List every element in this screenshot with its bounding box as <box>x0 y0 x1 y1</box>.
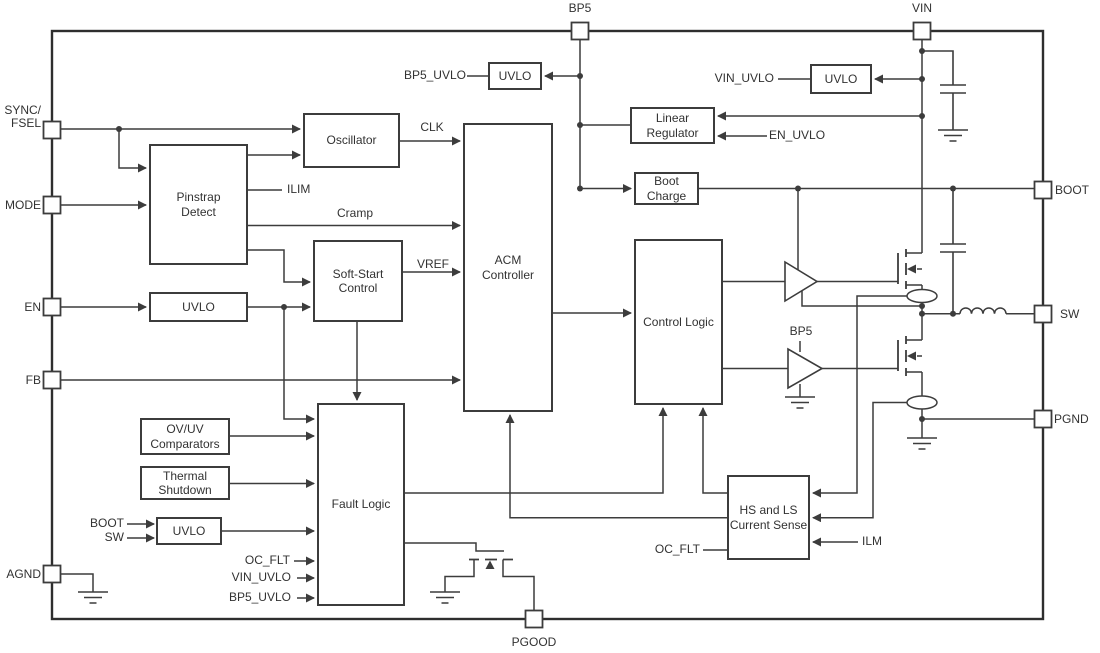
signal-label-clk: CLK <box>420 120 444 134</box>
signal-wires <box>61 40 1035 603</box>
pin-agnd-terminal <box>42 564 62 584</box>
pin-label-sync-fsel: SYNC/ FSEL <box>4 103 41 130</box>
hs-current-sense-probe <box>906 288 938 304</box>
pin-boot-terminal <box>1033 180 1053 200</box>
block-hs-ls-current-sense: HS and LS Current Sense <box>727 475 810 560</box>
block-soft-start-control: Soft-Start Control <box>313 240 403 322</box>
agnd-ground-symbol <box>78 591 108 604</box>
pin-label-sw: SW <box>1060 307 1080 321</box>
block-uvlo-en: UVLO <box>149 292 248 322</box>
low-side-mosfet-symbol <box>897 313 923 396</box>
vin-capacitor-symbol <box>922 50 966 130</box>
pin-label-boot: BOOT <box>1055 183 1090 197</box>
pgnd-ground-symbol <box>907 437 937 450</box>
block-thermal-shutdown: Thermal Shutdown <box>140 466 230 500</box>
pgood-ground-symbol <box>430 591 460 604</box>
pin-mode-terminal <box>42 195 62 215</box>
signal-label-vin-uvlo: VIN_UVLO <box>714 71 774 85</box>
pin-vin-terminal <box>912 21 932 41</box>
signal-label-en-uvlo: EN_UVLO <box>769 128 826 142</box>
vin-cap-ground-symbol <box>938 129 968 142</box>
block-linear-regulator: Linear Regulator <box>630 107 715 144</box>
pin-fb-terminal <box>42 370 62 390</box>
block-ovuv-comparators: OV/UV Comparators <box>140 418 230 455</box>
inductor-symbol <box>959 307 1007 314</box>
pin-label-fb: FB <box>25 373 41 387</box>
signal-label-oc-flt-cs: OC_FLT <box>654 542 700 556</box>
pin-sw-terminal <box>1033 304 1053 324</box>
junction-dots <box>116 48 956 422</box>
block-acm-controller: ACM Controller <box>463 123 553 412</box>
low-side-driver-symbol <box>785 347 824 409</box>
pin-label-pgood: PGOOD <box>511 635 557 649</box>
signal-label-ilm: ILM <box>862 534 883 548</box>
boot-capacitor-symbol <box>940 188 966 314</box>
block-fault-logic: Fault Logic <box>317 403 405 606</box>
block-oscillator: Oscillator <box>303 113 400 168</box>
signal-label-boot-in: BOOT <box>89 516 124 530</box>
block-uvlo-vin: UVLO <box>810 64 872 94</box>
pin-label-mode: MODE <box>5 198 41 212</box>
pin-pgood-terminal <box>524 609 544 629</box>
driver-ground-symbol <box>785 396 815 409</box>
block-boot-charge: Boot Charge <box>634 172 699 205</box>
high-side-mosfet-symbol <box>897 249 923 290</box>
signal-label-ilim: ILIM <box>287 182 311 196</box>
pin-terminals <box>42 21 1053 629</box>
signal-label-bp5-uvlo: BP5_UVLO <box>403 68 466 82</box>
ls-current-sense-probe <box>906 395 938 410</box>
signal-label-vref: VREF <box>416 257 449 271</box>
block-pinstrap-detect: Pinstrap Detect <box>149 144 248 265</box>
block-uvlo-bootsw: UVLO <box>156 517 222 545</box>
signal-label-cramp: Cramp <box>336 206 373 220</box>
block-control-logic: Control Logic <box>634 239 723 405</box>
pin-label-vin: VIN <box>911 1 932 15</box>
block-uvlo-bp5: UVLO <box>488 62 542 90</box>
pin-label-agnd: AGND <box>6 567 41 581</box>
pin-label-en: EN <box>24 300 41 314</box>
pin-bp5-terminal <box>570 21 590 41</box>
chip-boundary <box>50 29 1045 621</box>
signal-label-vin-uvlo-fault: VIN_UVLO <box>231 570 291 584</box>
signal-label-bp5-driver: BP5 <box>789 324 813 338</box>
signal-label-bp5-uvlo-fault: BP5_UVLO <box>228 590 291 604</box>
pgood-mosfet-symbol <box>405 542 535 611</box>
pin-label-bp5: BP5 <box>568 1 592 15</box>
signal-label-oc-flt-fault: OC_FLT <box>244 553 290 567</box>
high-side-driver-symbol <box>784 260 819 303</box>
pin-label-pgnd: PGND <box>1054 412 1089 426</box>
pin-pgnd-terminal <box>1033 409 1053 429</box>
pin-en-terminal <box>42 297 62 317</box>
pin-sync-fsel-terminal <box>42 120 62 140</box>
signal-label-sw-in: SW <box>104 530 124 544</box>
